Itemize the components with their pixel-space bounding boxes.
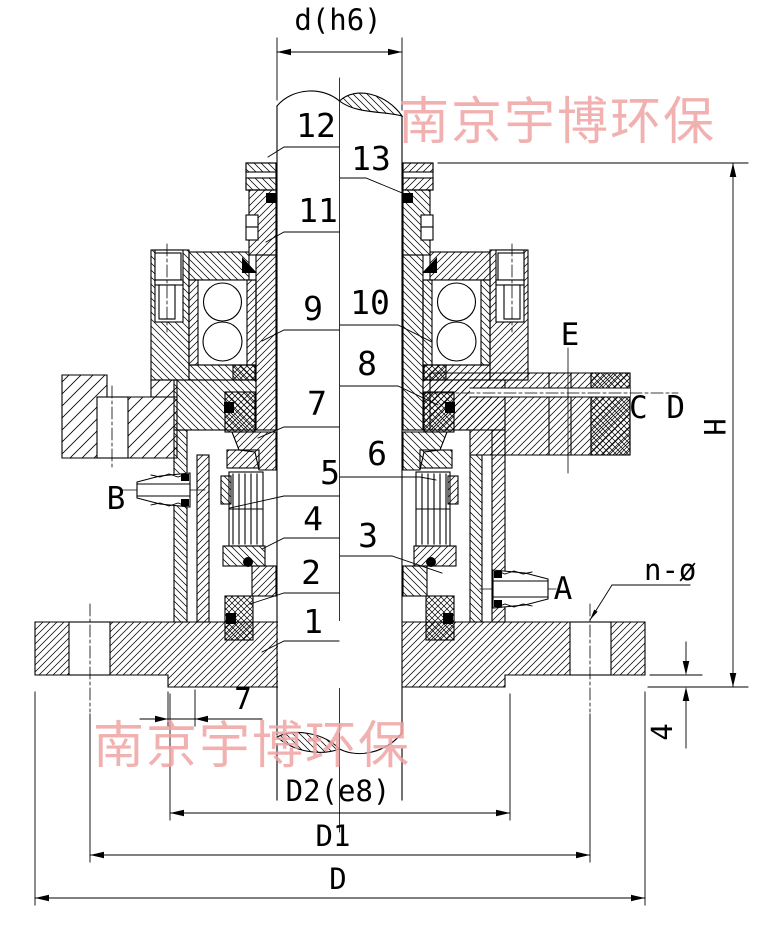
dim-height-label: H xyxy=(697,418,731,435)
break-symbol xyxy=(276,732,341,753)
port-label-e: E xyxy=(561,317,580,353)
part-number-13: 13 xyxy=(351,139,391,178)
drawing-lines xyxy=(34,37,749,906)
part-number-3: 3 xyxy=(358,516,378,555)
part-number-11: 11 xyxy=(298,191,338,230)
right-flange-arm xyxy=(419,347,679,474)
part-number-4: 4 xyxy=(303,499,323,538)
part-number-9: 9 xyxy=(303,289,323,328)
part-number-10: 10 xyxy=(350,283,390,322)
part-number-6: 6 xyxy=(367,434,387,473)
part-number-5: 5 xyxy=(320,453,340,492)
dimension-lines xyxy=(34,37,749,906)
o-ring xyxy=(426,557,436,567)
bolt-hole xyxy=(569,621,612,676)
shaft xyxy=(276,90,404,801)
part-number-7: 7 xyxy=(307,384,327,423)
bearing-ball xyxy=(436,321,477,362)
watermark-bottom: 南京宇博环保 xyxy=(93,717,411,776)
labels: d(h6) H 4 7 D2(e8) D1 D n-ø 12 11 9 7 5 … xyxy=(93,3,731,896)
dim-bolt-holes-label: n-ø xyxy=(644,553,696,587)
part-number-2: 2 xyxy=(301,553,321,592)
bolt-head xyxy=(497,252,525,281)
leader-lines xyxy=(229,146,443,653)
break-symbol xyxy=(338,92,404,117)
left-flange-arm xyxy=(61,374,178,471)
dim-lip-width-label: 7 xyxy=(234,682,251,716)
part-number-12: 12 xyxy=(296,106,336,145)
port-label-a: A xyxy=(554,571,573,607)
dim-lip-thickness-label: 4 xyxy=(645,723,679,740)
part-number-1: 1 xyxy=(303,602,323,641)
bolt-hole xyxy=(68,621,111,676)
base-flange xyxy=(34,603,646,713)
port-label-cd: C D xyxy=(629,390,685,426)
dim-outer-label: D xyxy=(329,862,346,896)
dim-bolt-circle-label: D1 xyxy=(316,819,351,853)
part-number-8: 8 xyxy=(357,344,377,383)
bearing-ball xyxy=(436,282,477,322)
dim-shaft-label: d(h6) xyxy=(294,3,381,37)
o-ring xyxy=(443,613,453,624)
port-label-b: B xyxy=(107,481,126,517)
watermark-top: 南京宇博环保 xyxy=(398,93,716,152)
dim-spigot-label: D2(e8) xyxy=(286,774,391,808)
barb-fitting-a xyxy=(479,569,557,609)
barb-fitting-b xyxy=(121,472,206,508)
